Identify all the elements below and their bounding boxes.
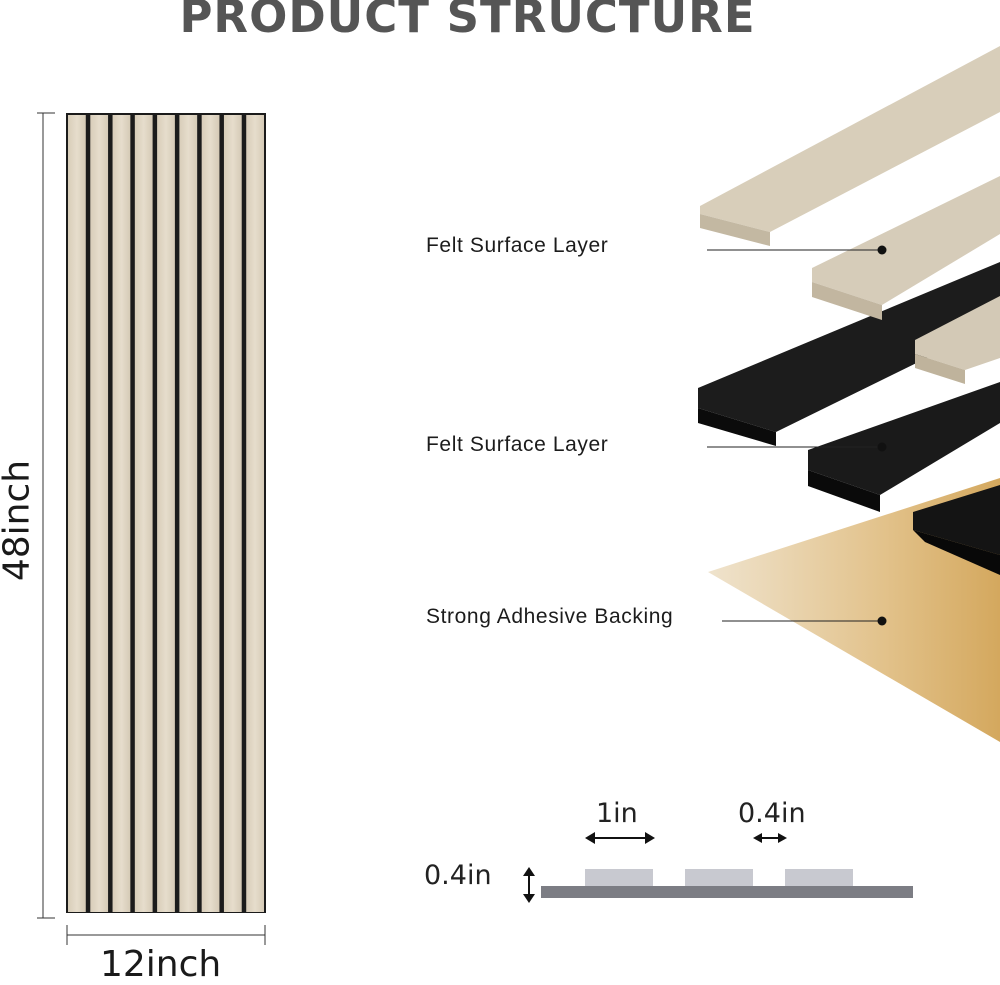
black-strip-upper xyxy=(698,262,1000,446)
felt-slat xyxy=(246,115,264,912)
acoustic-panel xyxy=(66,113,266,913)
callout-leader-2 xyxy=(707,442,887,452)
profile-slat xyxy=(785,869,853,886)
callout-leader-3 xyxy=(722,616,887,626)
callout-leader-1 xyxy=(707,245,887,255)
felt-slat xyxy=(68,115,86,912)
felt-strip-lower xyxy=(915,296,1000,384)
page-title: PRODUCT STRUCTURE xyxy=(179,0,756,43)
profile-base xyxy=(541,886,913,898)
gap-width-arrow xyxy=(753,833,787,843)
felt-slat xyxy=(201,115,220,912)
callout-felt-surface-layer-top: Felt Surface Layer xyxy=(426,234,609,257)
width-dimension xyxy=(66,925,266,945)
callout-felt-surface-layer-middle: Felt Surface Layer xyxy=(426,433,609,456)
profile-cross-section xyxy=(541,869,913,898)
thickness-arrow xyxy=(523,867,535,903)
felt-strip-upper xyxy=(700,46,1000,246)
slat-width-label: 1in xyxy=(596,798,638,829)
adhesive-backing-layer xyxy=(708,478,1000,742)
felt-slat xyxy=(112,115,131,912)
slat-width-arrow xyxy=(585,832,655,844)
felt-slat xyxy=(223,115,242,912)
callout-adhesive-backing: Strong Adhesive Backing xyxy=(426,605,674,628)
felt-slat xyxy=(90,115,109,912)
felt-slat xyxy=(179,115,198,912)
thickness-label: 0.4in xyxy=(424,860,492,891)
black-strip-lower xyxy=(913,485,1000,575)
height-dimension xyxy=(37,112,55,919)
gap-width-label: 0.4in xyxy=(738,798,806,829)
felt-slat xyxy=(157,115,175,912)
profile-slat xyxy=(585,869,653,886)
height-label: 48inch xyxy=(0,459,38,582)
width-label: 12inch xyxy=(100,944,222,985)
felt-strip-middle xyxy=(812,176,1000,320)
profile-slat xyxy=(685,869,753,886)
felt-slat xyxy=(134,115,153,912)
black-strip-middle xyxy=(808,382,1000,512)
